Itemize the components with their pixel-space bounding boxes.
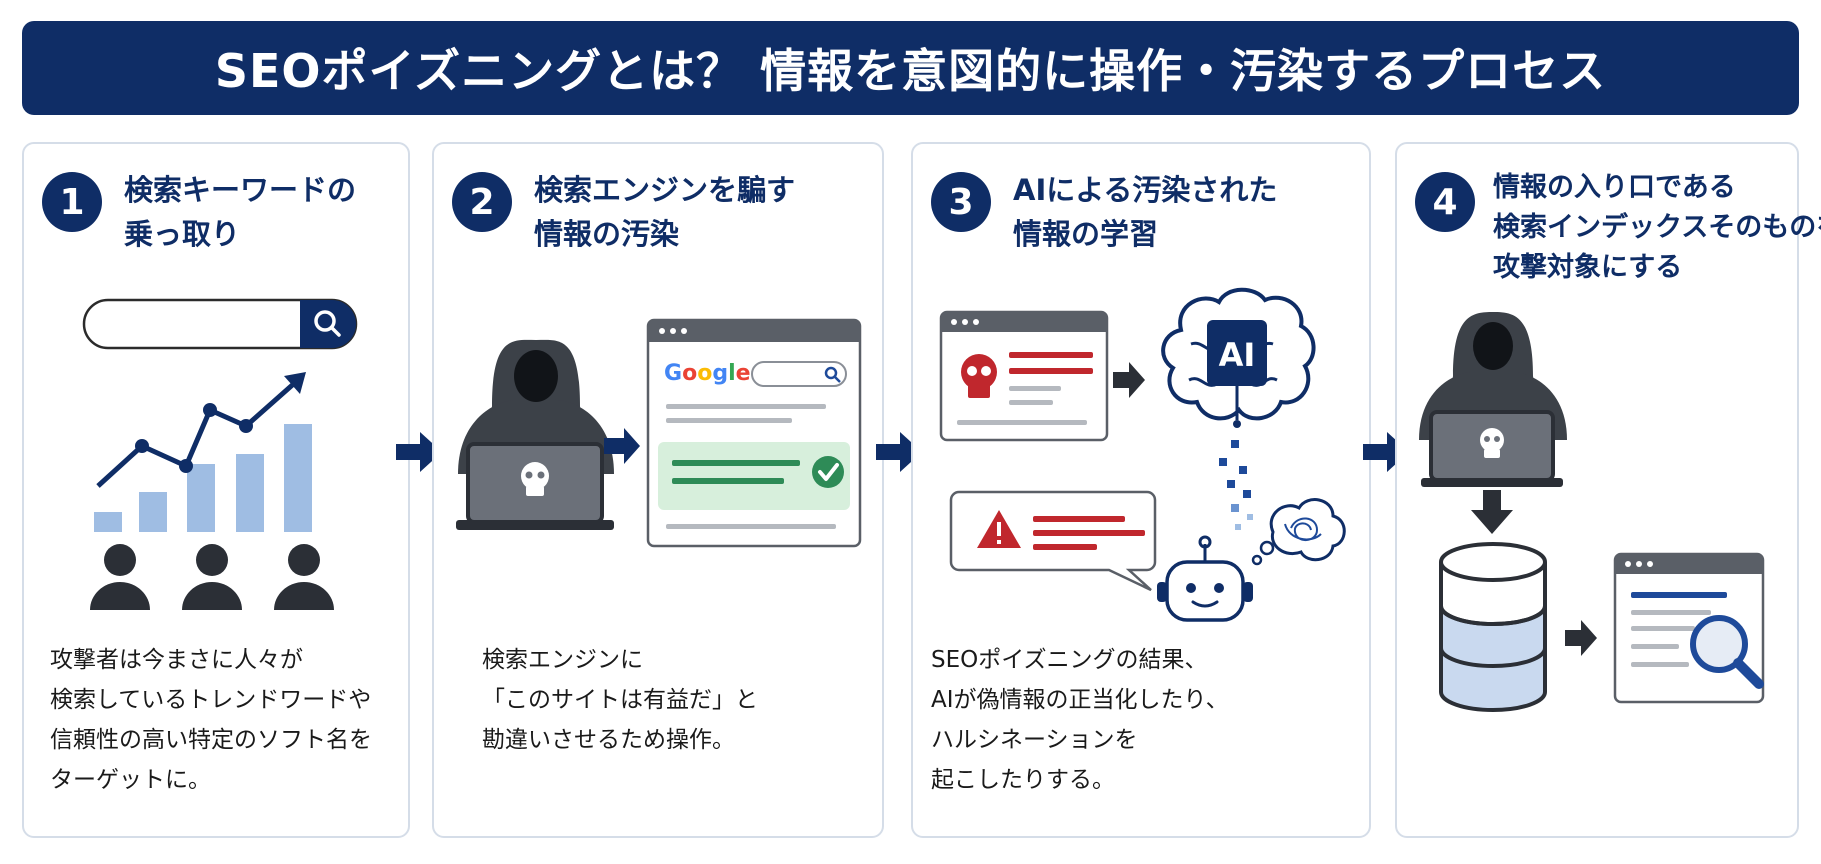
step-panel-4: 4 情報の入り口である 検索インデックスそのものを 攻撃対象にする — [1395, 142, 1821, 838]
hacker-icon — [1419, 312, 1567, 487]
trend-chart-icon — [94, 372, 312, 532]
search-logo-text: Google — [664, 361, 751, 386]
page-title: SEOポイズニングとは？ 情報を意図的に操作・汚染するプロセス — [214, 44, 1607, 98]
database-icon — [1439, 542, 1547, 712]
step-number-badge: 4 — [1415, 172, 1475, 232]
step-number-badge: 2 — [452, 172, 512, 232]
hacker-icon — [456, 339, 614, 530]
warning-bubble-icon — [949, 490, 1157, 592]
users-icon — [90, 544, 334, 610]
step-title: 検索エンジンを騙す 情報の汚染 — [534, 173, 796, 251]
check-icon — [812, 456, 844, 488]
step-title: AIによる汚染された 情報の学習 — [1013, 173, 1278, 251]
step3-illustration: AI — [939, 287, 1346, 622]
confused-thought-icon — [1251, 498, 1346, 566]
step4-illustration — [1419, 312, 1765, 712]
step-number-badge: 1 — [42, 172, 102, 232]
step-panel-1: 1 検索キーワードの 乗っ取り — [22, 142, 410, 838]
step-header: 2 検索エンジンを騙す 情報の汚染 — [452, 172, 795, 256]
title-banner: SEOポイズニングとは？ 情報を意図的に操作・汚染するプロセス — [22, 21, 1799, 115]
robot-icon — [1157, 535, 1253, 622]
step-description: 攻撃者は今まさに人々が 検索しているトレンドワードや 信頼性の高い特定のソフト名… — [50, 647, 372, 793]
step-description: SEOポイズニングの結果、 AIが偽情報の正当化したり、 ハルシネーションを 起… — [931, 647, 1229, 793]
step-panel-3: 3 AIによる汚染された 情報の学習 — [911, 142, 1371, 838]
flow-arrow-icon — [876, 432, 922, 472]
step-header: 3 AIによる汚染された 情報の学習 — [931, 172, 1277, 256]
step-description: 検索エンジンに 「このサイトは有益だ」と 勘違いさせるため操作。 — [482, 647, 758, 753]
magnifier-icon — [1690, 615, 1764, 689]
step1-illustration — [82, 298, 358, 610]
step-header: 4 情報の入り口である 検索インデックスそのものを 攻撃対象にする — [1415, 172, 1821, 288]
skull-icon — [961, 354, 997, 398]
step2-illustration: Google — [456, 318, 862, 548]
ai-brain-icon: AI — [1161, 287, 1316, 428]
step-header: 1 検索キーワードの 乗っ取り — [42, 172, 356, 256]
step-number-badge: 3 — [931, 172, 991, 232]
step-title: 検索キーワードの 乗っ取り — [124, 173, 357, 251]
step-panel-2: 2 検索エンジンを騙す 情報の汚染 — [432, 142, 884, 838]
step-title: 情報の入り口である 検索インデックスそのものを 攻撃対象にする — [1493, 172, 1821, 283]
search-results-window-icon: Google — [646, 318, 862, 548]
ai-label: AI — [1219, 336, 1256, 374]
malicious-page-icon — [939, 310, 1109, 442]
flow-arrow-icon — [396, 432, 442, 472]
data-stream-icon — [1219, 440, 1253, 530]
search-bar-icon — [82, 298, 358, 350]
